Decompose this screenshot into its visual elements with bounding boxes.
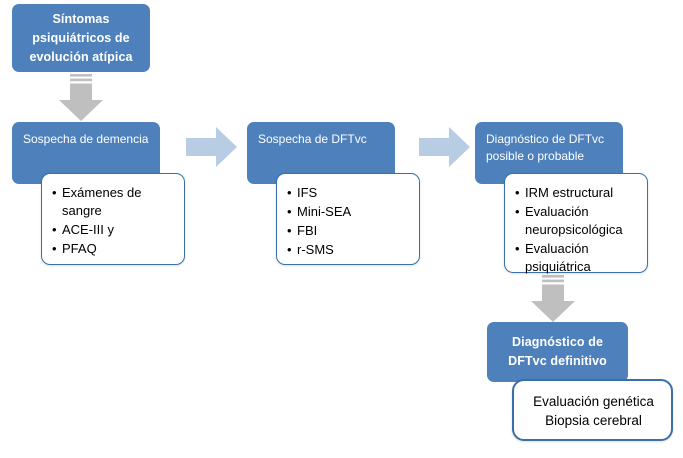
title-box-sintomas-psiquiatricos: Síntomas psiquiátricos de evolución atíp… [12, 4, 150, 72]
final-content-line: Evaluación genética [533, 394, 654, 409]
list-item: IFS [287, 184, 411, 202]
list-item: Evaluación neuropsicológica [515, 203, 639, 239]
stage-content-box-3: IRM estructural Evaluación neuropsicológ… [504, 173, 648, 276]
title-box-label: Síntomas psiquiátricos de evolución atíp… [29, 11, 133, 64]
down-arrow-icon-2 [528, 275, 578, 323]
list-item: r-SMS [287, 241, 411, 259]
final-content-box: Evaluación genética Biopsia cerebral [512, 379, 673, 441]
down-arrow-icon-1 [56, 74, 106, 122]
stage-item-list-3: IRM estructural Evaluación neuropsicológ… [515, 184, 639, 276]
right-arrow-icon-1 [186, 126, 238, 168]
stage-item-list-1: Exámenes de sangre ACE-III y PFAQ [52, 184, 176, 258]
stage-content-box-1: Exámenes de sangre ACE-III y PFAQ [41, 173, 185, 265]
final-diagnosis-header-box: Diagnóstico de DFTvc definitivo [487, 322, 628, 382]
right-arrow-icon-2 [419, 126, 471, 168]
stage-header-label: Sospecha de DFTvc [258, 132, 367, 146]
list-item: Mini-SEA [287, 203, 411, 221]
stage-header-label: Sospecha de demencia [23, 132, 149, 146]
list-item: FBI [287, 222, 411, 240]
list-item: PFAQ [52, 240, 176, 258]
list-item: Exámenes de sangre [52, 184, 176, 220]
stage-content-box-2: IFS Mini-SEA FBI r-SMS [276, 173, 420, 265]
list-item: Evaluación psiquiátrica [515, 240, 639, 276]
final-diagnosis-header-label: Diagnóstico de DFTvc definitivo [508, 335, 607, 368]
final-content-text: Evaluación genética Biopsia cerebral [533, 392, 654, 430]
list-item: ACE-III y [52, 221, 176, 239]
final-content-line: Biopsia cerebral [545, 413, 642, 428]
stage-header-label: Diagnóstico de DFTvc posible o probable [486, 132, 605, 163]
list-item: IRM estructural [515, 184, 639, 202]
stage-item-list-2: IFS Mini-SEA FBI r-SMS [287, 184, 411, 259]
